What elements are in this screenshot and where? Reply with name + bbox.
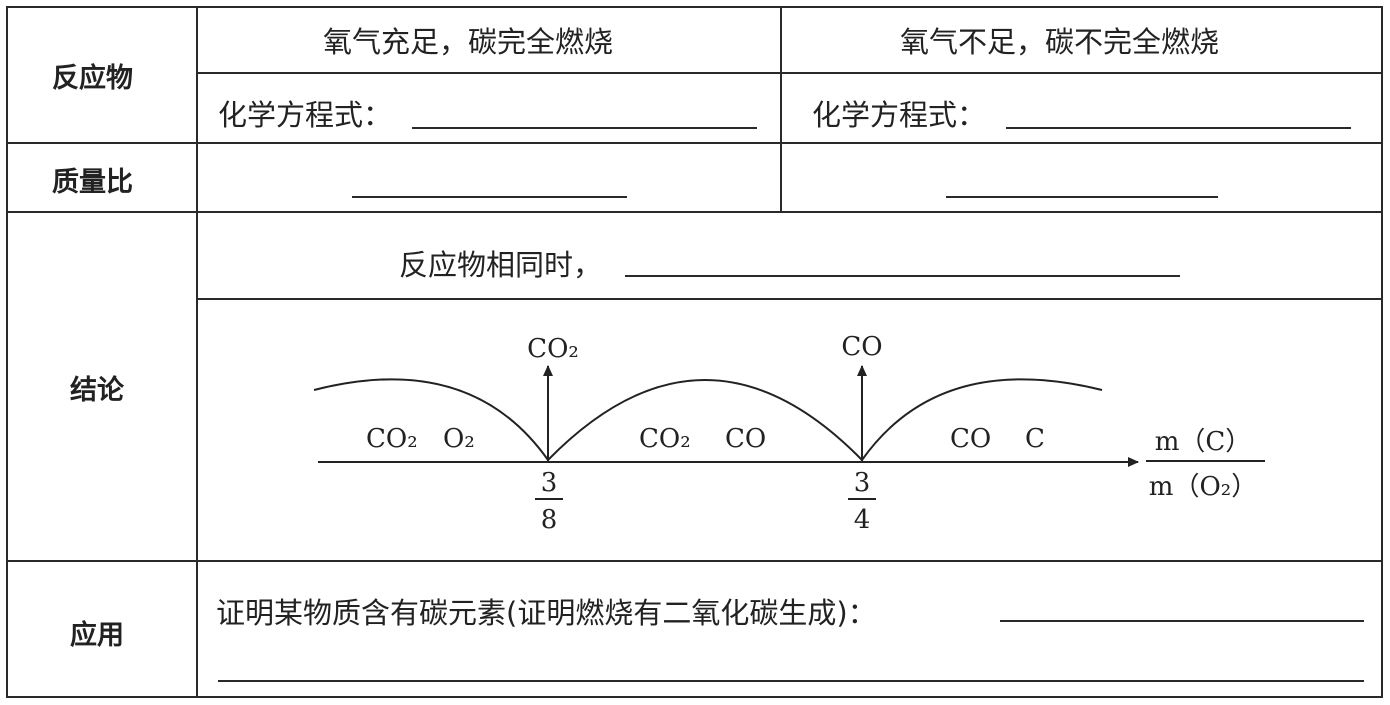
- region-3-product-b: C: [1025, 424, 1045, 454]
- co-arrow-label: CO: [841, 332, 882, 362]
- region-1-product-a: CO₂: [366, 424, 418, 454]
- arc-middle: [547, 379, 863, 461]
- arc-right: [861, 378, 1103, 461]
- region-1-product-b: O₂: [443, 424, 475, 454]
- table-border-right: [1381, 6, 1383, 698]
- co2-arrow-label: CO₂: [527, 334, 579, 364]
- region-3-product-a: CO: [950, 424, 991, 454]
- conclusion-inner-divider: [196, 298, 1383, 300]
- region-2-product-b: CO: [725, 424, 766, 454]
- incomplete-combustion-header: 氧气不足，碳不完全燃烧: [900, 25, 1220, 59]
- application-blank-1[interactable]: [1000, 620, 1364, 622]
- table-border-top: [6, 6, 1383, 8]
- header-column-divider: [196, 6, 198, 698]
- equation-blank-complete[interactable]: [412, 127, 757, 129]
- axis-label-numerator: m（C）: [1155, 427, 1252, 457]
- tick-2-numerator: 3: [854, 468, 871, 498]
- equation-blank-incomplete[interactable]: [1006, 127, 1351, 129]
- middle-column-divider: [780, 6, 782, 213]
- region-2-product-a: CO₂: [639, 424, 691, 454]
- arc-left: [313, 378, 549, 461]
- row-divider-3: [6, 560, 1383, 562]
- reactants-header: 反应物: [52, 63, 133, 94]
- row-divider-2: [6, 211, 1383, 213]
- conclusion-prompt: 反应物相同时，: [399, 248, 603, 282]
- conclusion-blank[interactable]: [625, 275, 1180, 277]
- conclusion-header: 结论: [70, 375, 124, 406]
- reactant-inner-divider: [196, 72, 1383, 74]
- tick-1-denominator: 8: [541, 505, 558, 535]
- axis-label-denominator: m（O₂）: [1149, 472, 1257, 502]
- tick-1-numerator: 3: [541, 468, 558, 498]
- table-border-bottom: [6, 696, 1383, 698]
- equation-label-complete: 化学方程式：: [218, 98, 393, 132]
- application-blank-2[interactable]: [218, 680, 1364, 682]
- mass-ratio-blank-complete[interactable]: [352, 196, 627, 198]
- row-divider-1: [6, 142, 1383, 144]
- complete-combustion-header: 氧气充足，碳完全燃烧: [323, 25, 614, 59]
- mass-ratio-blank-incomplete[interactable]: [946, 196, 1218, 198]
- mass-ratio-header: 质量比: [52, 167, 133, 198]
- application-prompt: 证明某物质含有碳元素(证明燃烧有二氧化碳生成)：: [216, 596, 877, 630]
- table-border-left: [6, 6, 8, 698]
- application-header: 应用: [70, 620, 124, 651]
- tick-2-denominator: 4: [854, 505, 871, 535]
- equation-label-incomplete: 化学方程式：: [812, 98, 987, 132]
